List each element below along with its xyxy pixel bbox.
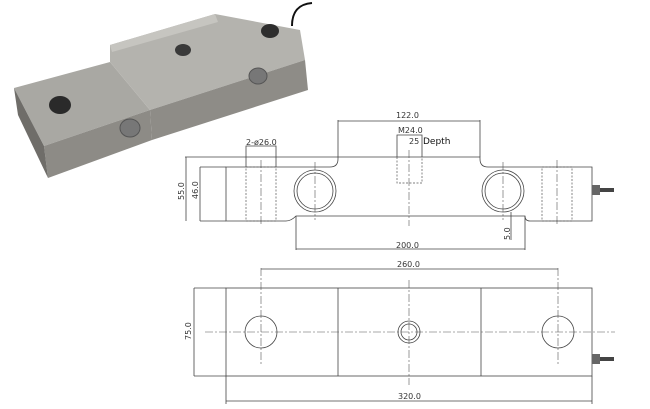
dim-recess: 5.0 [503,227,512,240]
dim-hole-spacing: 260.0 [397,260,420,269]
dim-height-outer: 55.0 [177,182,186,200]
front-view: 122.0 M24.0 25 Depth 2-ø26.0 200.0 55.0 … [177,111,614,250]
top-view: 260.0 320.0 75.0 [184,260,615,404]
dim-height-inner: 46.0 [191,181,200,199]
dim-depth-label: Depth [423,137,450,147]
dim-holes: 2-ø26.0 [246,138,277,147]
dim-length: 320.0 [398,392,421,401]
dim-thread: M24.0 [398,126,423,135]
dim-top-span: 122.0 [396,111,419,120]
dim-depth-value: 25 [409,137,419,146]
dim-width: 75.0 [184,322,193,340]
dim-bottom-span: 200.0 [396,241,419,250]
product-photo [14,2,313,178]
